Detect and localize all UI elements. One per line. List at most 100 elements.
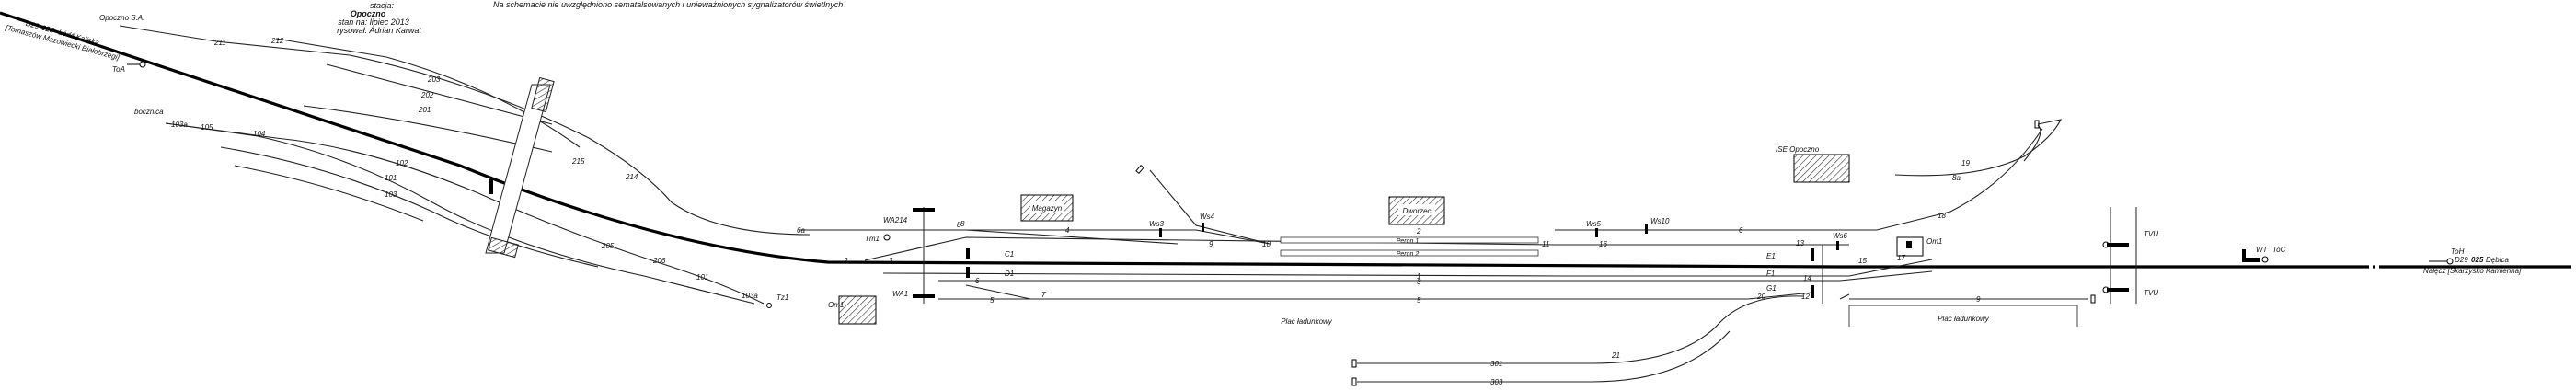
siding-bocznica-label: bocznica <box>134 108 164 116</box>
track-1-label: 1 <box>1417 272 1420 281</box>
building-ise <box>1793 154 1850 183</box>
right-line-sub: Nałęcz [Skarżysko Kamienna] <box>2423 267 2522 275</box>
siding-opoczno-label: Opoczno S.A. <box>99 14 144 22</box>
track-103a-label: 103a <box>171 121 188 129</box>
building-dworzec-plate <box>1398 204 1435 215</box>
bocznica-tracks: 103a 105 104 102 101 103 205 206 101 103… <box>165 121 788 308</box>
track-102-label: 102 <box>396 159 408 167</box>
signal-c1-label: C1 <box>1005 250 1014 259</box>
signal-toa-label: ToA <box>112 65 125 74</box>
gantry-left-top <box>913 208 935 212</box>
track-6-label: 6 <box>1739 226 1743 235</box>
tz1-end <box>766 303 772 308</box>
plac-ladunkowy-1-label: Plac ładunkowy <box>1281 317 1333 326</box>
buffer-8a <box>2034 120 2040 129</box>
track-104-label: 104 <box>253 130 266 138</box>
track-5 <box>938 292 1813 300</box>
signal-tvu1-label: TVU <box>2144 230 2158 238</box>
track-8-diag <box>965 229 1179 245</box>
signal-ws10-mast <box>1645 224 1648 234</box>
platforms: Peron 1 Peron 2 Plac ładunkowy Plac ładu… <box>1280 236 2078 327</box>
signal-toc-arm <box>2242 258 2260 262</box>
signal-toa: ToA <box>112 61 146 74</box>
signal-om1-head <box>1906 241 1912 248</box>
signal-om1-label: Om1 <box>1926 237 1942 246</box>
main-track <box>0 11 2571 269</box>
signals-middle: Ws3 Ws4 Ws5 Ws10 Ws6 <box>1149 213 1848 250</box>
station-prefix: stacja: <box>370 1 395 10</box>
track-5-label: 5 <box>1417 296 1421 305</box>
switch-6-label: 6 <box>975 277 980 285</box>
signal-ws4-label: Ws4 <box>1200 213 1215 221</box>
header: stacja: Opoczno stan na: lipiec 2013 rys… <box>337 0 843 35</box>
signal-f1-label: F1 <box>1766 270 1775 278</box>
upper-left-sidings: 211 212 203 202 201 215 214 <box>119 25 811 236</box>
track-8a <box>1894 119 2062 177</box>
switch-215-label: 215 <box>571 157 585 166</box>
switch-13-label: 13 <box>1796 239 1804 247</box>
switch-17-label: 17 <box>1897 254 1905 262</box>
signal-tvu2-head <box>2102 286 2110 293</box>
signal-tz1-label: Tz1 <box>776 293 788 302</box>
buffer-303 <box>1351 377 1357 386</box>
track-303-label: 303 <box>1490 378 1503 386</box>
overpass-abutment-top <box>531 76 555 113</box>
track-102 <box>165 122 755 305</box>
platform-peron1-label: Peron 1 <box>1397 238 1420 245</box>
signal-ws3-label: Ws3 <box>1149 220 1165 228</box>
switch-206-label: 206 <box>652 257 666 265</box>
switch-11-label: 11 <box>1542 240 1549 248</box>
switch-21-label: 21 <box>1611 351 1620 360</box>
switch-14-label: 14 <box>1803 274 1811 282</box>
signal-tvu1-head <box>2102 241 2110 248</box>
right-line-suffix: Dębica <box>2486 256 2509 264</box>
plac-ladunkowy-2-label: Plac ładunkowy <box>1938 315 1990 323</box>
track-103-label: 103 <box>385 190 397 199</box>
signal-om2-label: Om1 <box>828 301 844 309</box>
signal-g1-label: G1 <box>1766 284 1777 293</box>
switch-15-label: 15 <box>1858 257 1867 265</box>
track-2a-label: 2 <box>1416 227 1421 236</box>
road-overpass <box>485 76 555 259</box>
track-103a-label-2: 103a <box>742 292 758 300</box>
buffer-301 <box>1351 359 1357 368</box>
track-211-label: 211 <box>213 39 226 47</box>
switch-20-label: 20 <box>1756 293 1765 301</box>
track-labels: 6a 4 2 1 3 5 5 7 6 8 9 8a 301 303 <box>797 174 1981 386</box>
signal-g1-mast <box>1811 285 1814 298</box>
station-yard <box>800 119 2096 386</box>
signal-e1-label: E1 <box>1766 252 1776 260</box>
track-301-label: 301 <box>1490 360 1502 368</box>
switch-12-label: 12 <box>1801 293 1810 301</box>
signals-left: WA214 Tm1 WA1 C1 D1 <box>865 207 1014 304</box>
track-211 <box>215 40 811 236</box>
overpass-abutment-bottom <box>488 236 519 259</box>
switch-19-label: 19 <box>1961 159 1970 167</box>
track-8a-label: 8a <box>1952 174 1961 182</box>
signal-tm1-head <box>883 234 891 241</box>
signal-tm1-label: Tm1 <box>865 235 880 243</box>
switch-205-label: 205 <box>601 242 615 250</box>
switch-3-label: 3 <box>889 257 893 265</box>
track-3-label: 3 <box>1417 278 1421 286</box>
switch-2-label: 2 <box>843 257 848 265</box>
track-6a-4 <box>800 229 1271 245</box>
signal-toc-head <box>2261 256 2269 263</box>
track-301 <box>1357 295 1804 364</box>
buffer-9 <box>2090 294 2096 304</box>
track-7 <box>965 284 1031 300</box>
switch-101-label: 101 <box>696 273 708 282</box>
switch-numbers: 2 3 6 8 9 10 11 16 13 15 14 12 20 21 17 … <box>843 159 1970 360</box>
signal-d1-label: D1 <box>1005 270 1014 278</box>
track-3 <box>938 270 1933 282</box>
track-5b-label: 5 <box>990 296 995 305</box>
platform-peron2-label: Peron 2 <box>1397 251 1420 258</box>
platform-peron2 <box>1280 249 1539 257</box>
signal-ws10-label: Ws10 <box>1650 217 1670 225</box>
switch-8-label: 8 <box>960 220 965 228</box>
gantry-far-right-bottom <box>2107 288 2129 292</box>
track-101-label: 101 <box>385 174 397 182</box>
track-103 <box>234 165 424 222</box>
track-6 <box>1555 128 2043 231</box>
overpass-signal <box>489 179 493 194</box>
